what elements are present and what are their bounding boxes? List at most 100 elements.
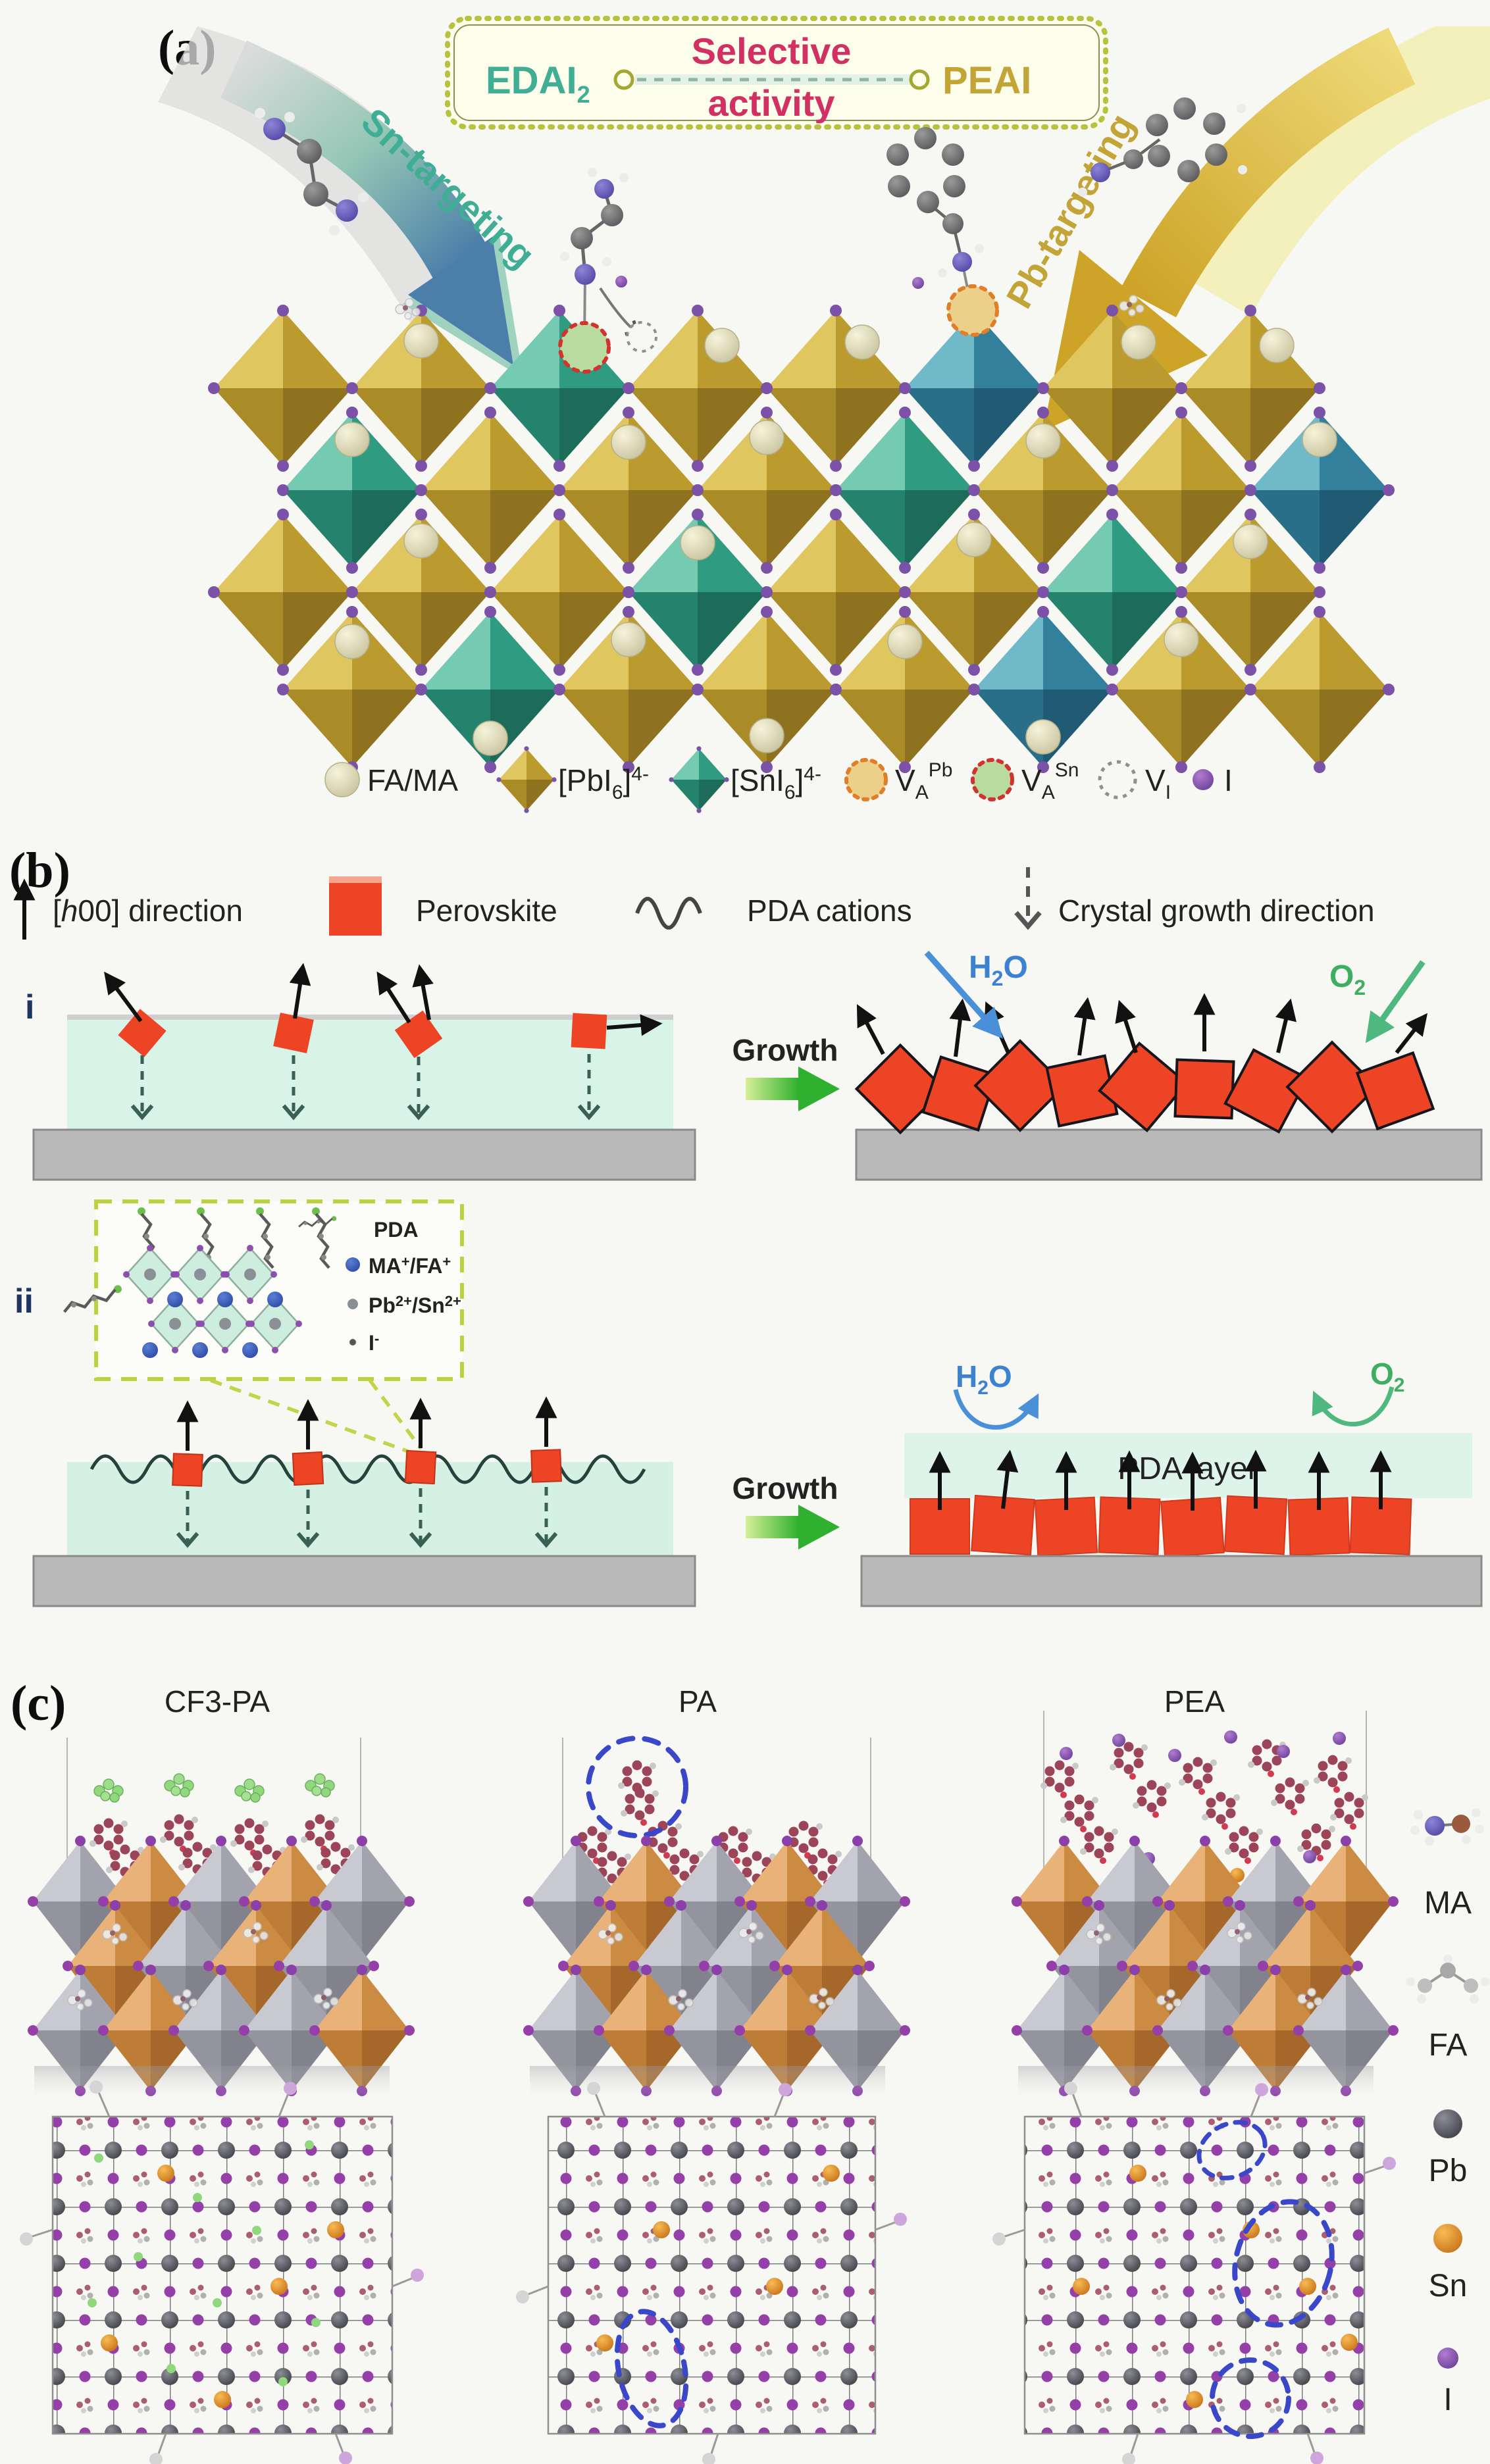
va-pb-label: VAPb: [895, 759, 952, 803]
panel-c-legend: MA FA Pb Sn I: [1406, 1808, 1490, 2417]
pea-molecule-bonded: [886, 127, 984, 295]
pb-sphere-icon: [1433, 2109, 1462, 2138]
connector-dot-left: [613, 69, 634, 90]
perovskite-lattice: [208, 284, 1395, 773]
perovskite-icon-highlight: [329, 876, 382, 883]
selective-activity-box: EDAI2 Selective activity PEAI: [445, 16, 1108, 130]
h00-label: [h00] direction: [53, 893, 243, 928]
mafa-dot-icon: [346, 1257, 360, 1272]
vi-label: VI: [1145, 763, 1171, 803]
selective-label-2: activity: [708, 82, 835, 124]
panel-c: (c) CF3-PA PA PEA: [11, 1676, 1490, 2464]
pb-label: Pb: [1429, 2153, 1468, 2188]
va-sn-icon: [971, 758, 1014, 801]
row-i-label: i: [25, 988, 34, 1026]
perovskite-label: Perovskite: [416, 893, 557, 928]
growth-label-i: Growth: [732, 1033, 838, 1067]
fa-icon: [1406, 1955, 1490, 2003]
pea-top-highlight-ellipse-1: [1232, 2199, 1335, 2328]
h2o-label-i: H2O: [969, 950, 1028, 990]
pa-highlight-circle: [586, 1736, 688, 1838]
h2o-arrow-i: [924, 951, 1003, 1039]
pea-molecule-icon: [1078, 97, 1247, 197]
peai-label: PEAI: [942, 59, 1031, 102]
fa-ma-icon: [324, 762, 360, 797]
ma-icon: [1410, 1808, 1484, 1846]
h2o-label-ii: H2O: [956, 1359, 1012, 1399]
row-ii: ii Growth PDA layer: [14, 1282, 1483, 1607]
cf3pa-top-view: [20, 2080, 424, 2464]
pa-top-view: [516, 2082, 907, 2464]
pa-reflection: [530, 2066, 885, 2102]
sn-sphere-icon: [1433, 2224, 1462, 2253]
crystal-growth-label: Crystal growth direction: [1058, 893, 1375, 928]
col-pea-header: PEA: [1164, 1684, 1225, 1719]
substrate-i-right: [855, 1128, 1483, 1181]
pbi6-label: [PbI6]4-: [558, 763, 649, 803]
panel-c-label: (c): [11, 1676, 66, 1731]
sn-label: Sn: [1429, 2269, 1468, 2303]
pea-top-highlight-ellipse-2: [1196, 2120, 1268, 2180]
iodine-label: I: [1224, 763, 1233, 797]
aligned-crystals-ii: [910, 1449, 1412, 1558]
cf3pa-reflection: [34, 2066, 390, 2102]
inset-mafa-label: MA+/FA+: [369, 1253, 451, 1278]
inset-pda-label: PDA: [374, 1218, 419, 1242]
fa-label: FA: [1429, 2028, 1468, 2063]
ma-label: MA: [1424, 1886, 1472, 1921]
i-label: I: [1443, 2382, 1452, 2417]
o2-arrow-i: [1365, 960, 1426, 1043]
pbsn-dot-icon: [347, 1299, 358, 1309]
inset-i-label: I-: [369, 1330, 379, 1355]
panel-b-label: (b): [9, 843, 70, 898]
pda-layer-label: PDA layer: [1118, 1451, 1258, 1486]
grown-crystal-arrows-i: [856, 993, 1428, 1057]
inset-legend: PDA MA+/FA+ Pb2+/Sn2+ I-: [297, 1215, 461, 1355]
vi-vacancy: [626, 321, 657, 353]
panel-a-legend: FA/MA [PbI6]4- [SnI6]4- VAPb VASn VI I: [324, 746, 1233, 813]
pea-dangling-bonds: [992, 2082, 1396, 2464]
vi-icon: [1098, 760, 1137, 799]
solution-film-ii: [67, 1462, 673, 1556]
pa-dangling-bonds: [516, 2082, 907, 2464]
growth-arrow-i: [746, 1067, 840, 1111]
panel-a: (a) Sn-targeting Pb-targeting EDAI2 Sele…: [158, 16, 1490, 813]
fa-ma-label: FA/MA: [367, 763, 458, 797]
o2-label-ii: O2: [1370, 1357, 1404, 1396]
pda-cations-label: PDA cations: [747, 893, 912, 928]
h2o-bounce-arrow: [953, 1389, 1039, 1430]
edai-label: EDAI2: [486, 59, 590, 108]
substrate-ii-left: [32, 1555, 696, 1607]
substrate-ii-right: [860, 1555, 1483, 1607]
col-cf3pa-header: CF3-PA: [165, 1684, 270, 1719]
pea-side-view: [1012, 1730, 1399, 2102]
connector-dot-right: [909, 69, 930, 90]
i-dot-icon: [349, 1339, 356, 1345]
inset-connector-2: [368, 1379, 423, 1450]
o2-bounce-arrow: [1312, 1386, 1395, 1427]
pbi6-icon: [496, 746, 557, 813]
substrate-i-left: [32, 1128, 696, 1181]
col-pa-header: PA: [679, 1684, 717, 1719]
growth-arrow-ii: [746, 1505, 840, 1549]
pda-wave-icon: [635, 897, 702, 930]
grown-crystals-i: [854, 1039, 1435, 1135]
growth-label-ii: Growth: [732, 1471, 838, 1505]
i-sphere-icon: [1437, 2348, 1458, 2369]
pea-top-highlight-circle: [1210, 2357, 1291, 2439]
va-pb-icon: [844, 758, 888, 801]
row-ii-label: ii: [14, 1282, 34, 1320]
sni6-label: [SnI6]4-: [731, 763, 821, 803]
row-ii-inset: PDA MA+/FA+ Pb2+/Sn2+ I-: [61, 1199, 464, 1455]
va-sn-label: VASn: [1021, 759, 1079, 803]
inset-pbsn-label: Pb2+/Sn2+: [369, 1293, 461, 1317]
cf3pa-side-view: [28, 1773, 415, 2102]
panel-b-legend: [h00] direction Perovskite PDA cations C…: [13, 867, 1375, 940]
seed-crystals-ii: [172, 1396, 562, 1548]
pea-reflection: [1018, 2066, 1374, 2102]
va-pb-vacancy: [946, 284, 999, 337]
pb-arrow-underlay: [1171, 26, 1490, 316]
cf3-green-atoms: [88, 2140, 321, 2386]
